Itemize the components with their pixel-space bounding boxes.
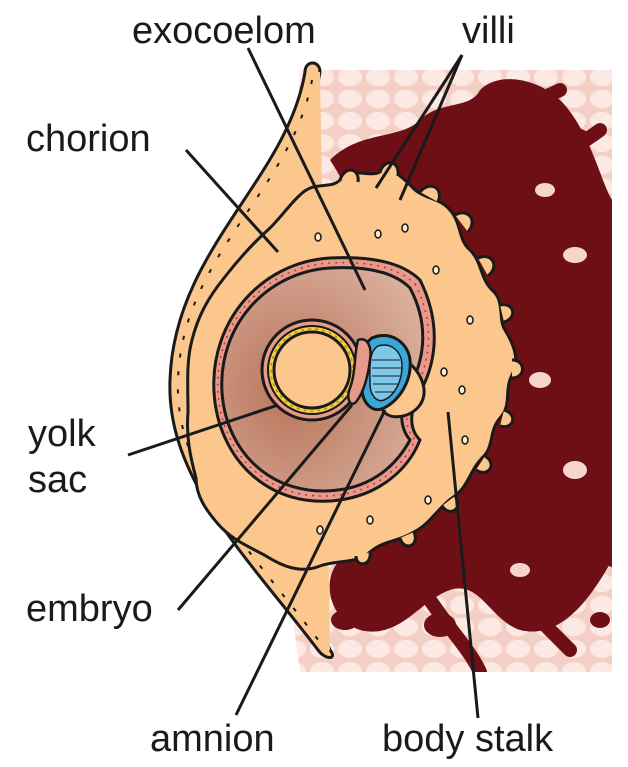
label-yolk-line2: sac [28,459,87,501]
label-chorion: chorion [26,118,151,160]
label-amnion: amnion [150,718,275,760]
label-yolk-line1: yolk [28,413,96,455]
label-body-stalk: body stalk [382,718,553,760]
label-villi: villi [462,10,515,52]
label-embryo: embryo [26,588,153,630]
label-exocoelom: exocoelom [132,10,316,52]
